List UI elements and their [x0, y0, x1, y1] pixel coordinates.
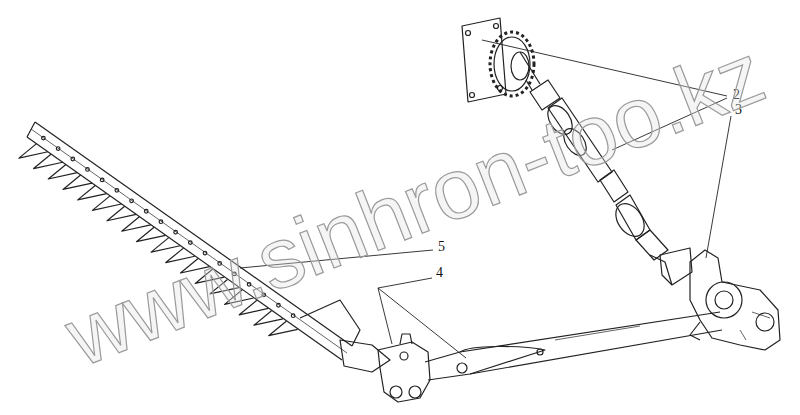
rivet — [56, 147, 60, 151]
rivet — [100, 178, 104, 182]
knife-section — [151, 238, 180, 252]
rivet — [189, 241, 193, 245]
rivet — [144, 209, 148, 213]
rivet — [86, 168, 90, 172]
watermark: www.sinhron-too.kz — [55, 30, 775, 381]
knife-section — [122, 217, 151, 231]
knife-section — [19, 144, 48, 158]
knife-head — [340, 334, 430, 402]
rivet — [71, 157, 75, 161]
knife-section — [269, 321, 298, 335]
callout-number: 4 — [436, 266, 443, 280]
rivet — [174, 230, 178, 234]
rivet — [42, 136, 46, 140]
rivet — [130, 199, 134, 203]
callout-number: 5 — [438, 240, 445, 254]
crank-gearbox — [660, 248, 780, 350]
knife-section — [92, 196, 121, 210]
rivet — [115, 189, 119, 193]
knife-section — [78, 185, 107, 199]
pitman-rod — [425, 312, 722, 380]
knife-section — [107, 206, 136, 220]
knife-section — [48, 165, 77, 179]
rivet — [291, 314, 295, 318]
knife-section — [63, 175, 92, 189]
rivet — [159, 220, 163, 224]
flange-sprocket — [462, 18, 540, 102]
knife-section — [254, 311, 283, 325]
knife-section — [136, 227, 165, 241]
knife-section — [34, 154, 63, 168]
